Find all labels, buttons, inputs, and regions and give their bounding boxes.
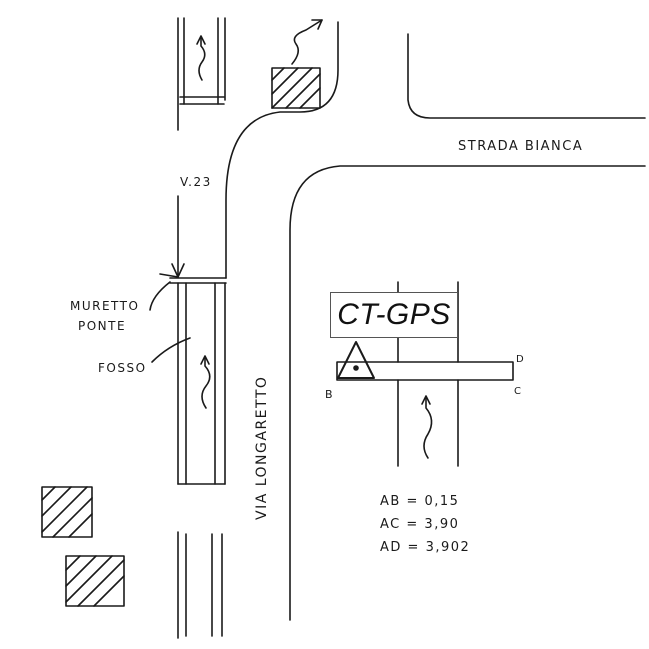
muretto-leader-line	[149, 281, 171, 311]
measurement-item: AB = 0,15	[380, 494, 460, 509]
fosso-label: FOSSO	[98, 361, 147, 375]
via-longaretto-right-edge	[407, 33, 646, 119]
gps-marker-icon	[337, 341, 375, 379]
measurement-bar	[336, 361, 514, 381]
measurements-list: AB = 0,15 AC = 3,90 AD = 3,902	[380, 490, 470, 559]
point-c-label: C	[514, 386, 522, 397]
wavy-arrow-icon	[291, 19, 323, 65]
building-hatched-icon	[271, 67, 321, 109]
v23-label: V.23	[180, 175, 212, 189]
gps-label: CT-GPS	[337, 298, 451, 331]
fosso-ditch	[169, 277, 227, 485]
measurement-value: 0,15	[424, 494, 460, 509]
point-d-label: D	[516, 354, 525, 365]
gps-label-box: CT-GPS	[330, 292, 458, 338]
point-b-label: B	[325, 388, 334, 401]
wavy-arrow-icon	[421, 395, 433, 459]
measurement-item: AD = 3,902	[380, 540, 471, 555]
via-longaretto-left-edge	[225, 21, 339, 279]
lower-ditch-section	[177, 531, 223, 639]
measurement-pair: AD	[380, 540, 402, 555]
measurement-value: 3,90	[424, 517, 460, 532]
upper-ditch-section	[177, 17, 226, 131]
muretto-label: MURETTO	[70, 299, 139, 313]
strada-bianca-lower-edge	[289, 165, 646, 621]
wavy-arrow-icon	[196, 35, 206, 81]
building-hatched-icon	[65, 555, 125, 607]
wavy-arrow-icon	[200, 355, 211, 409]
measurement-pair: AB	[380, 494, 401, 509]
via-longaretto-label: VIA LONGARETTO	[254, 376, 270, 520]
ponte-label: PONTE	[78, 319, 126, 333]
building-hatched-icon	[41, 486, 93, 538]
measurement-value: 3,902	[425, 540, 471, 555]
measurement-pair: AC	[380, 517, 401, 532]
fosso-leader-line	[151, 337, 191, 363]
strada-bianca-label: STRADA BIANCA	[458, 139, 583, 154]
v23-pointer-arrow	[159, 195, 185, 278]
measurement-item: AC = 3,90	[380, 517, 460, 532]
